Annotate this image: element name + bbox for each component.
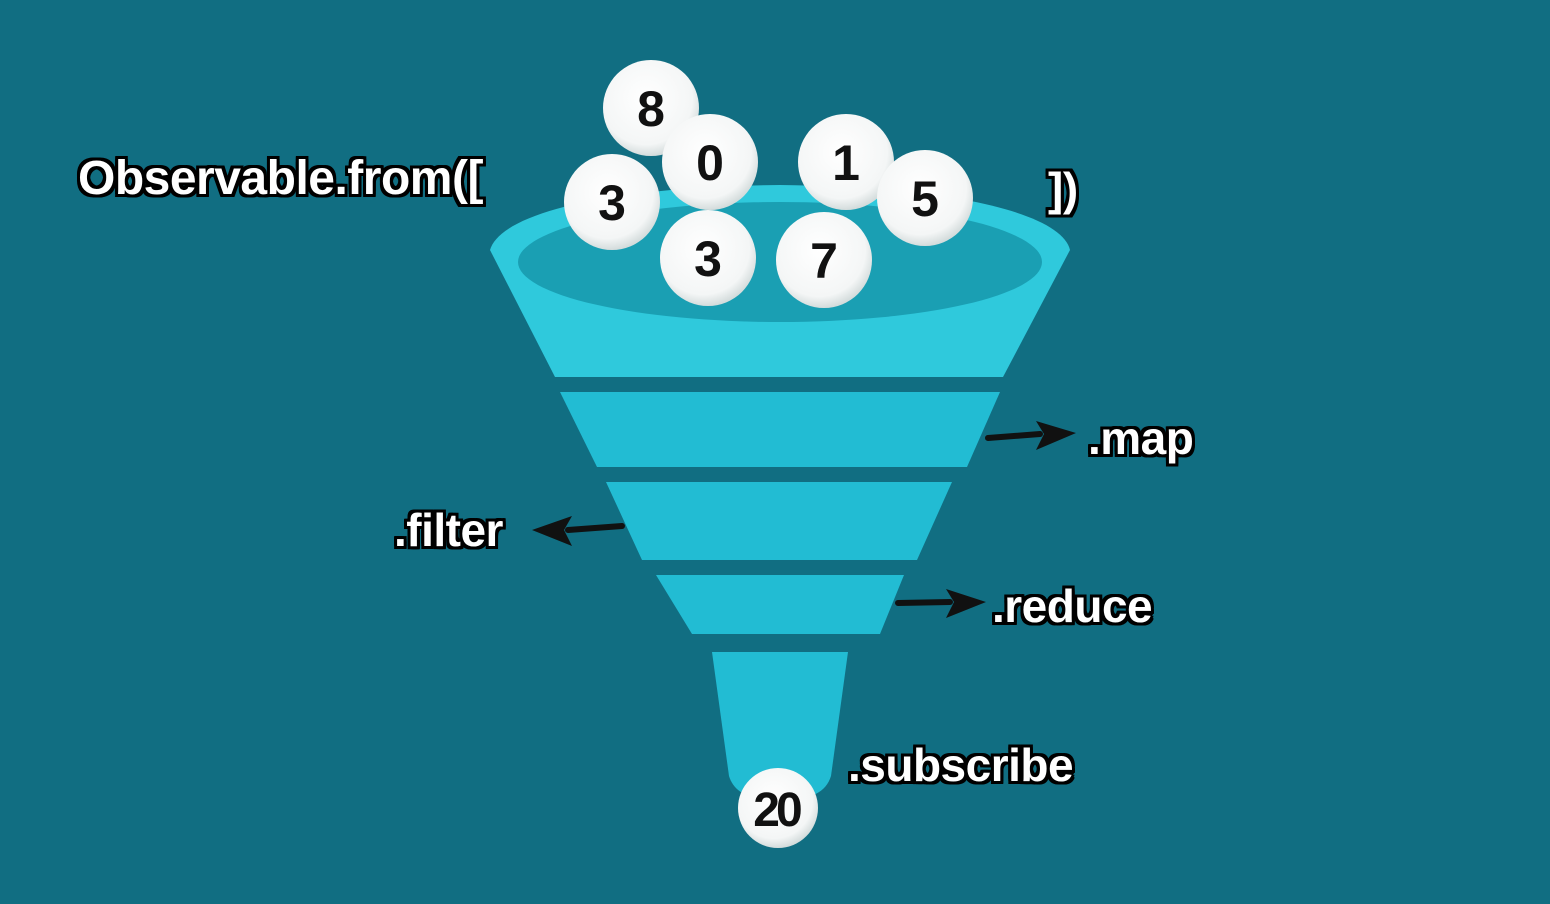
ball-3-left: 3 bbox=[564, 154, 660, 250]
map-operator-label: .map bbox=[1088, 412, 1194, 464]
ball-3-bottom: 3 bbox=[660, 210, 756, 306]
arrow-left-icon bbox=[532, 516, 625, 546]
funnel-spout bbox=[712, 652, 848, 800]
ball-0: 0 bbox=[662, 114, 758, 210]
svg-text:5: 5 bbox=[911, 171, 939, 227]
arrow-right-icon bbox=[895, 589, 986, 618]
funnel-band-map bbox=[560, 392, 1000, 467]
ball-1: 1 bbox=[798, 114, 894, 210]
subscribe-operator-label: .subscribe bbox=[848, 739, 1074, 791]
svg-text:0: 0 bbox=[696, 135, 724, 191]
arrows bbox=[532, 421, 1076, 618]
svg-text:3: 3 bbox=[694, 231, 722, 287]
svg-text:20: 20 bbox=[753, 784, 801, 837]
ball-7: 7 bbox=[776, 212, 872, 308]
observable-from-label: Observable.from([ bbox=[78, 152, 483, 205]
funnel-band-filter bbox=[606, 482, 952, 560]
arrow-right-icon bbox=[985, 421, 1076, 450]
funnel-band-reduce bbox=[656, 575, 904, 634]
svg-text:8: 8 bbox=[637, 81, 665, 137]
observable-close-bracket-label: ]) bbox=[1048, 163, 1078, 215]
ball-5: 5 bbox=[877, 150, 973, 246]
reduce-operator-label: .reduce bbox=[992, 580, 1153, 632]
input-balls: 8 0 1 3 5 3 7 bbox=[564, 60, 973, 308]
output-ball: 20 bbox=[738, 768, 818, 848]
filter-operator-label: .filter bbox=[394, 504, 503, 556]
svg-text:1: 1 bbox=[832, 135, 860, 191]
svg-text:3: 3 bbox=[598, 175, 626, 231]
svg-text:7: 7 bbox=[810, 233, 838, 289]
